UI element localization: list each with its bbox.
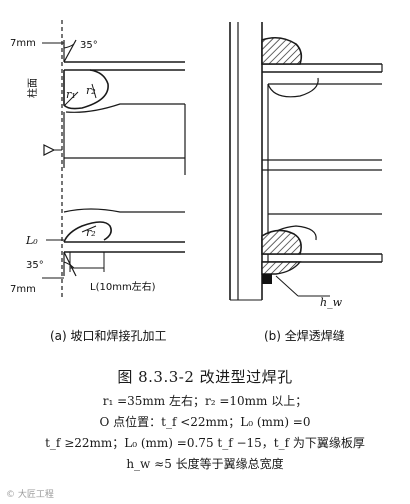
- figure-title: 图 8.3.3-2 改进型过焊孔: [117, 368, 293, 386]
- caption-line-2: O 点位置：t_f <22mm；L₀ (mm) =0: [99, 415, 311, 429]
- weld-top-full-penetration: [261, 36, 303, 65]
- label-column-face: 柱面: [26, 78, 39, 98]
- label-7mm-bottom: 7mm: [10, 284, 36, 295]
- caption-line-4: h_w ≈5 长度等于翼缘总宽度: [126, 457, 284, 471]
- angle-arc-top: [63, 43, 75, 49]
- label-7mm-top: 7mm: [10, 38, 36, 49]
- label-L0: L₀: [25, 234, 38, 247]
- top-scallop: [63, 69, 109, 110]
- weld-bottom-reinforcement: [261, 261, 302, 275]
- label-angle-top: 35°: [80, 40, 98, 51]
- dim-r2-bottom: [81, 225, 97, 233]
- caption-line-1: r₁ =35mm 左右；r₂ =10mm 以上；: [102, 394, 308, 408]
- top-bevel: [63, 39, 77, 63]
- panel-a-drawing: [61, 20, 186, 300]
- panel-b-drawing: [229, 22, 383, 300]
- caption-panel-b: (b) 全焊透焊缝: [264, 328, 345, 343]
- bottom-scallop: [63, 208, 185, 213]
- backing-bar: [262, 274, 272, 284]
- figure-caption: 图 8.3.3-2 改进型过焊孔 r₁ =35mm 左右；r₂ =10mm 以上…: [0, 366, 410, 475]
- label-r2: r₂: [86, 84, 96, 97]
- label-r2-bottom: r₂: [86, 226, 96, 239]
- label-L: L(10mm左右): [90, 280, 156, 293]
- dim-r2-radius: [91, 83, 97, 99]
- caption-panel-a: (a) 坡口和焊接孔加工: [50, 328, 167, 343]
- label-angle-bottom: 35°: [26, 260, 44, 271]
- label-hw: h_w: [320, 296, 343, 309]
- dim-r1-radius: [63, 91, 79, 107]
- beam-top-scallop: [267, 77, 319, 98]
- weld-access-hole-figure: 7mm 35° r₁ r₂ 柱面 L₀ r₂ 35° 7mm L(10mm左右)…: [10, 20, 383, 343]
- label-r1: r₁: [66, 88, 76, 101]
- datum-triangle-marker: [43, 144, 56, 156]
- hw-leader: [275, 275, 299, 297]
- watermark: © 大匠工程: [6, 490, 54, 500]
- weld-bottom-full-penetration: [261, 229, 302, 255]
- caption-line-3: t_f ≥22mm；L₀ (mm) =0.75 t_f −15，t_f 为下翼缘…: [45, 436, 365, 450]
- label-hw-text: h_w: [320, 296, 343, 309]
